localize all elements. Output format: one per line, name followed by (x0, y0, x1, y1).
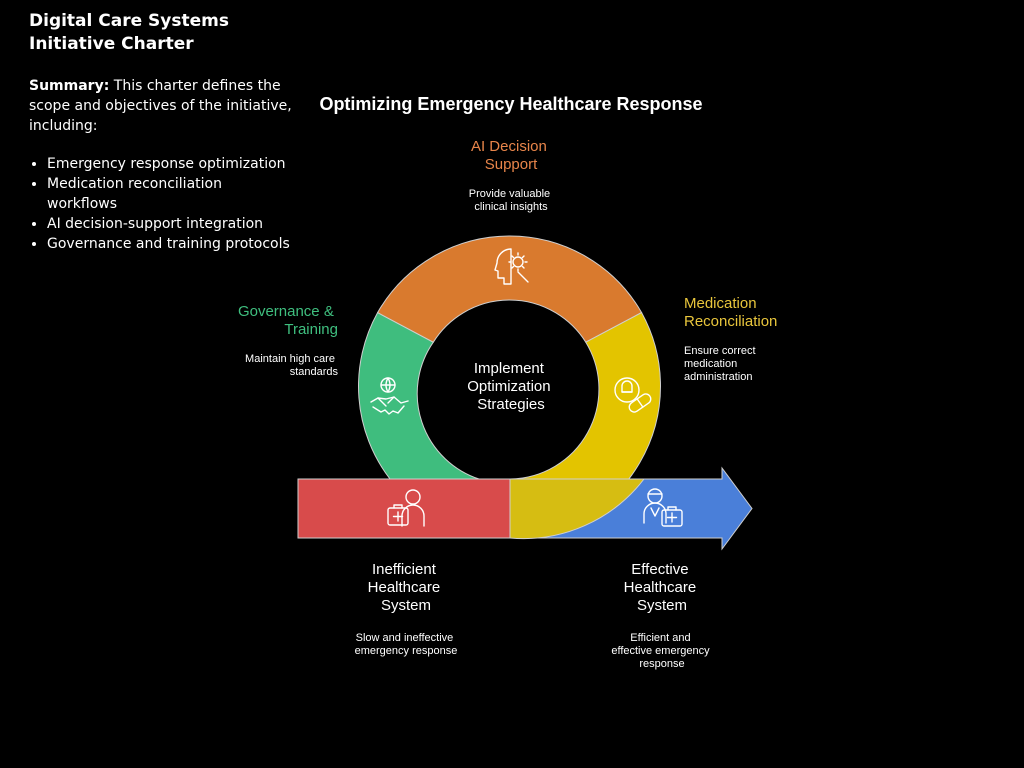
diagram-title: Optimizing Emergency Healthcare Response (319, 94, 702, 114)
doctor-medkit-icon (643, 488, 683, 527)
governance-heading: Governance & Training (238, 303, 338, 338)
charter-summary: Summary: This charter defines the scope … (29, 76, 294, 136)
person-medkit-icon (387, 489, 425, 527)
center-label: Implement Optimization Strategies (467, 360, 555, 413)
ai-desc: Provide valuable clinical insights (469, 188, 553, 213)
inefficient-heading: Inefficient Healthcare System (368, 561, 445, 614)
segment-medication-lower (509, 478, 646, 540)
charter-panel: Digital Care Systems Initiative Charter … (29, 10, 294, 254)
head-gear-icon (494, 248, 529, 285)
charter-title: Digital Care Systems Initiative Charter (29, 11, 229, 54)
segment-ai-decision-support (376, 235, 643, 343)
governance-desc: Maintain high care standards (245, 353, 338, 378)
list-item: AI decision-support integration (47, 214, 294, 234)
objectives-list: Emergency response optimization Medicati… (29, 154, 294, 254)
medication-desc: Ensure correct medication administration (684, 345, 759, 383)
handshake-globe-icon (370, 377, 409, 415)
list-item: Medication reconciliation workflows (47, 174, 294, 214)
list-item: Emergency response optimization (47, 154, 294, 174)
effective-heading: Effective Healthcare System (624, 561, 701, 614)
effective-desc: Efficient and effective emergency respon… (611, 632, 712, 670)
segment-governance (358, 311, 480, 480)
list-item: Governance and training protocols (47, 234, 294, 254)
summary-text: This charter defines the scope and objec… (29, 78, 292, 134)
pill-capsule-icon (614, 377, 652, 413)
ai-heading: AI Decision Support (471, 138, 551, 173)
summary-label: Summary: (29, 78, 110, 94)
medication-heading: Medication Reconciliation (684, 295, 777, 330)
inefficient-desc: Slow and ineffective emergency response (355, 632, 458, 657)
